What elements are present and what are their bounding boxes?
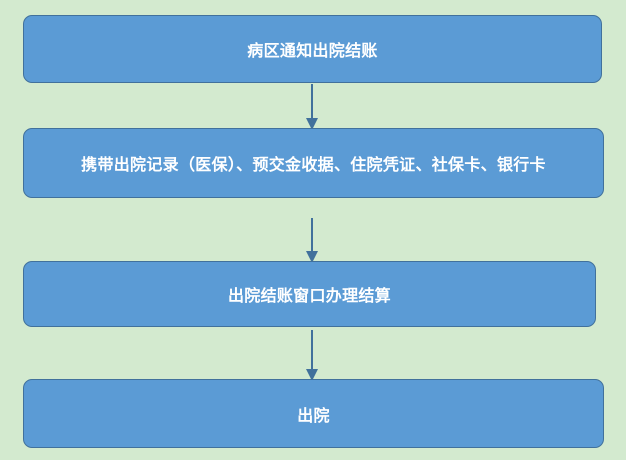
step-settlement-window: 出院结账窗口办理结算 [23, 261, 596, 327]
step-discharge: 出院 [23, 379, 604, 448]
step-bring-documents-label: 携带出院记录（医保）、预交金收据、住院凭证、社保卡、银行卡 [81, 155, 546, 174]
step-discharge-label: 出院 [297, 405, 330, 425]
step-settlement-window-label: 出院结账窗口办理结算 [227, 286, 391, 305]
step-notify-discharge: 病区通知出院结账 [23, 15, 602, 83]
step-notify-discharge-label: 病区通知出院结账 [247, 41, 378, 60]
step-bring-documents: 携带出院记录（医保）、预交金收据、住院凭证、社保卡、银行卡 [23, 128, 604, 198]
